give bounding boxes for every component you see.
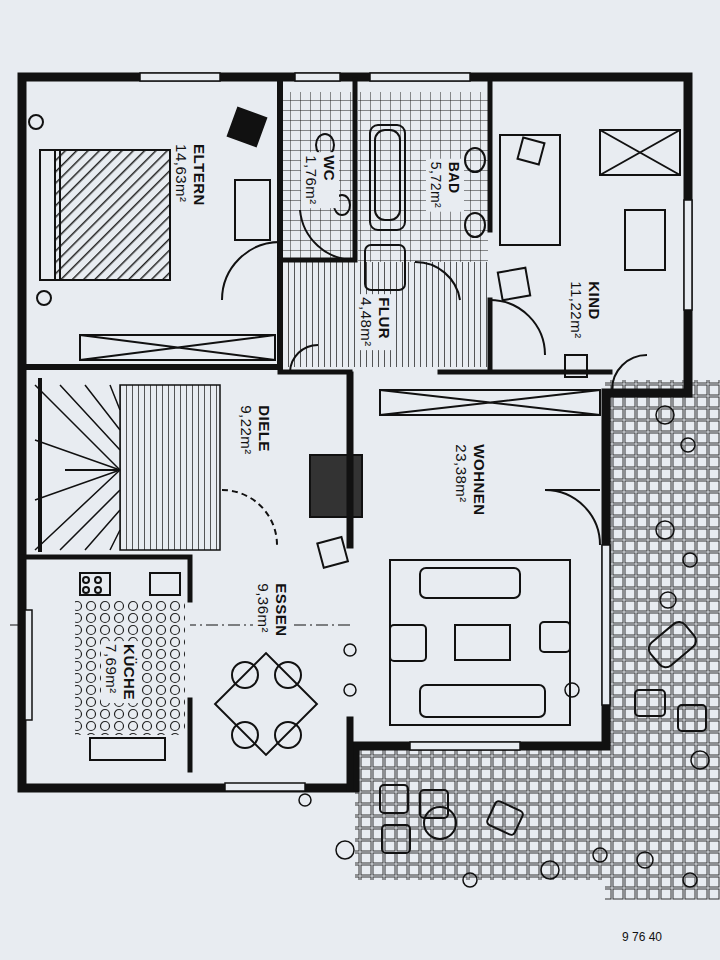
- room-label: KIND11,22m²: [566, 278, 604, 341]
- room-area: 9,36m²: [254, 583, 272, 636]
- room-label: ESSEN9,36m²: [253, 580, 291, 639]
- room: WOHNEN23,38m²: [352, 388, 604, 743]
- room-label: WOHNEN23,38m²: [451, 441, 489, 518]
- room: WC1,76m²: [283, 92, 353, 258]
- room-name: KIND: [585, 281, 603, 338]
- room: FLUR4,48m²: [283, 262, 488, 367]
- room-name: ESSEN: [272, 583, 290, 636]
- room-name: WOHNEN: [470, 444, 488, 515]
- room-area: 4,48m²: [357, 297, 375, 347]
- room-area: 1,76m²: [302, 155, 320, 205]
- room-name: KÜCHE: [120, 644, 138, 700]
- room-area: 23,38m²: [452, 444, 470, 515]
- room-area: 14,63m²: [172, 144, 190, 206]
- room: KÜCHE7,69m²: [32, 568, 190, 783]
- room-label: FLUR4,48m²: [356, 294, 394, 350]
- room-label: ELTERN14,63m²: [171, 141, 209, 209]
- room-label: KÜCHE7,69m²: [101, 641, 139, 703]
- room-area: 9,22m²: [237, 405, 255, 455]
- room-name: WC: [320, 155, 338, 205]
- room-label: BAD5,72m²: [426, 159, 464, 212]
- room: ESSEN9,36m²: [200, 560, 348, 782]
- room-label: WC1,76m²: [301, 152, 339, 208]
- room: DIELE9,22m²: [200, 374, 348, 554]
- room: KIND11,22m²: [492, 122, 685, 392]
- room-area: 7,69m²: [102, 644, 120, 700]
- dimension-label: 9 76 40: [620, 930, 664, 944]
- room-name: BAD: [445, 162, 463, 209]
- room-label: DIELE9,22m²: [236, 402, 274, 458]
- room-name: DIELE: [255, 405, 273, 455]
- room: BAD5,72m²: [358, 92, 488, 288]
- room-area: 5,72m²: [427, 162, 445, 209]
- room-name: ELTERN: [190, 144, 208, 206]
- room: ELTERN14,63m²: [28, 82, 278, 364]
- room-name: FLUR: [375, 297, 393, 347]
- room-area: 11,22m²: [567, 281, 585, 338]
